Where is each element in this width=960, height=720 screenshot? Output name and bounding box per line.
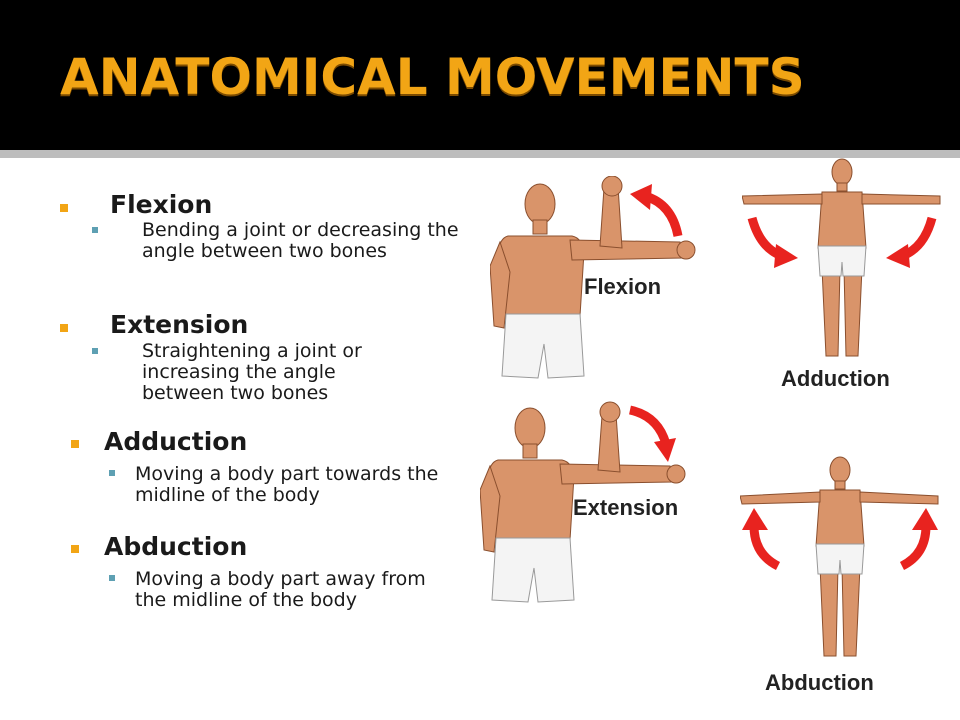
title-bar: ANATOMICAL MOVEMENTS	[0, 0, 960, 148]
slide-title: ANATOMICAL MOVEMENTS	[60, 48, 805, 106]
bullet-marker	[71, 440, 79, 448]
flexion-label: Flexion	[584, 274, 662, 299]
sub-bullet-text: Bending a joint or decreasing the angle …	[142, 219, 459, 262]
extension-label: Extension	[573, 495, 679, 520]
bullet-heading: Flexion	[110, 190, 213, 219]
bullet-heading: Abduction	[104, 532, 248, 561]
bullet-marker	[71, 545, 79, 553]
title-divider	[0, 150, 960, 158]
shorts	[817, 245, 867, 277]
bullet-marker	[60, 324, 68, 332]
sub-bullet-marker	[92, 348, 98, 354]
abduction-figure	[740, 456, 939, 657]
sub-bullet-text: Moving a body part towards the midline o…	[135, 463, 439, 506]
sub-bullet-text: Straightening a joint or increasing the …	[142, 340, 362, 404]
shorts	[815, 543, 865, 575]
arrow-icon	[628, 405, 671, 446]
shorts	[501, 313, 585, 379]
sub-bullet-text: Moving a body part away from the midline…	[135, 568, 426, 611]
extension-figure	[480, 401, 686, 603]
adduction-figure	[742, 158, 941, 357]
bullet-marker	[60, 204, 68, 212]
shorts	[491, 537, 575, 603]
slide-content: Flexion Bending a joint or decreasing th…	[0, 158, 960, 720]
arrow-icon	[749, 525, 781, 571]
sub-bullet-marker	[92, 227, 98, 233]
flexion-figure	[490, 176, 696, 379]
arrow-icon	[899, 525, 931, 571]
bullet-heading: Adduction	[104, 427, 248, 456]
adduction-label: Adduction	[781, 366, 890, 391]
abduction-label: Abduction	[765, 670, 874, 695]
bullet-list: Flexion Bending a joint or decreasing th…	[0, 158, 480, 720]
bullet-heading: Extension	[110, 310, 249, 339]
sub-bullet-marker	[109, 575, 115, 581]
sub-bullet-marker	[109, 470, 115, 476]
